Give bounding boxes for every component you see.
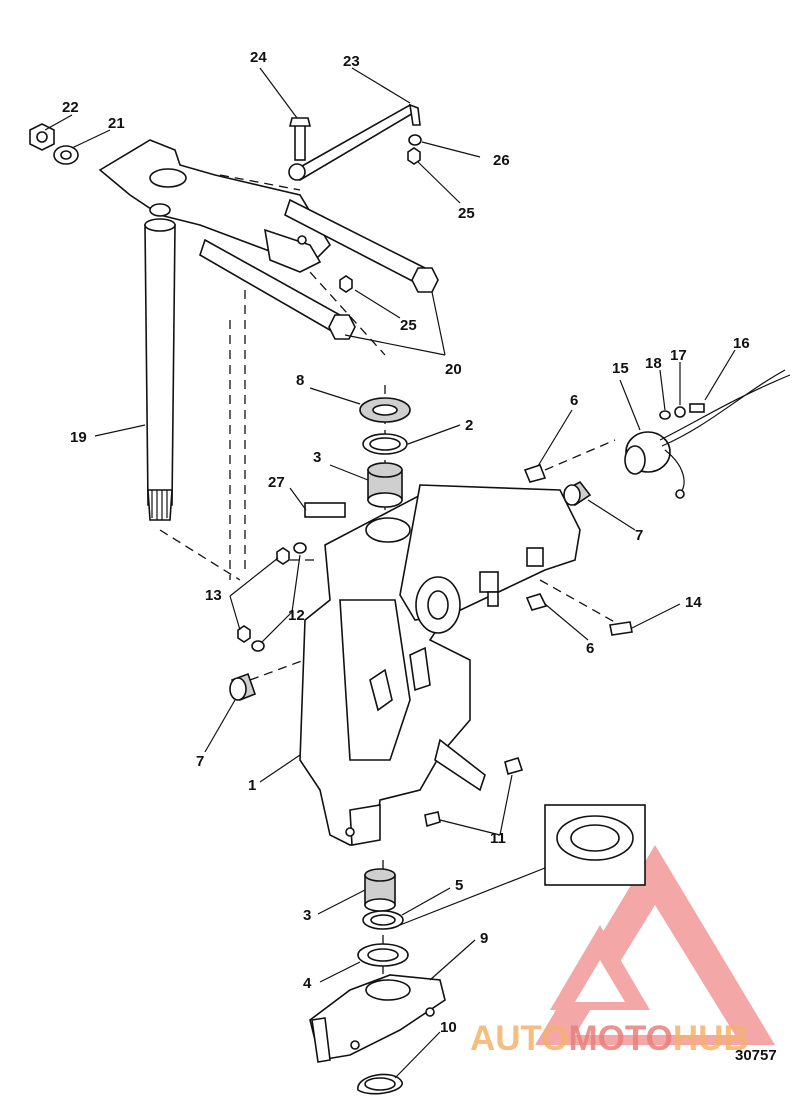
callout-3-lower: 3	[303, 907, 311, 924]
callout-20: 20	[445, 361, 462, 378]
callout-4: 4	[303, 975, 312, 992]
upper-bearing-stack	[304, 397, 411, 518]
label-27-box	[304, 502, 346, 518]
callout-23: 23	[343, 53, 360, 70]
callout-14: 14	[685, 594, 702, 611]
callout-labels: 1 2 3 3 4 5 6 6 7 7 8 9 10 11 12 13 14 1…	[62, 49, 750, 1036]
small-hardware-top	[29, 123, 422, 293]
bushing-right	[563, 480, 592, 507]
bushing-left	[229, 672, 257, 702]
watermark-hub: HUB	[673, 1019, 749, 1058]
link-rod	[288, 103, 421, 182]
trim-sender	[624, 369, 791, 499]
steering-arm	[98, 139, 332, 273]
watermark-auto: AUTO	[470, 1019, 569, 1058]
callout-6-lower: 6	[586, 640, 594, 657]
leader-lines	[44, 67, 736, 1079]
callout-16: 16	[733, 335, 750, 352]
callout-19: 19	[70, 429, 87, 446]
watermark-moto: MOTO	[569, 1019, 673, 1058]
callout-8: 8	[296, 372, 304, 389]
svg-text:AUTOMOTOHUB: AUTOMOTOHUB	[470, 1019, 749, 1058]
watermark-text: AUTOMOTOHUB	[470, 1019, 749, 1058]
callout-27: 27	[268, 474, 285, 491]
callout-1: 1	[248, 777, 256, 794]
callout-25-lower: 25	[400, 317, 417, 334]
callout-5: 5	[455, 877, 463, 894]
callout-12: 12	[288, 607, 305, 624]
swivel-bracket	[299, 484, 581, 846]
lower-bearing-stack	[357, 868, 409, 967]
callout-9: 9	[480, 930, 488, 947]
callout-7-right: 7	[635, 527, 643, 544]
figure-number: 30757	[735, 1047, 777, 1064]
callout-21: 21	[108, 115, 125, 132]
callout-2: 2	[465, 417, 473, 434]
steering-yoke	[309, 974, 446, 1063]
callout-25-upper: 25	[458, 205, 475, 222]
steering-tube	[144, 218, 176, 521]
callout-15: 15	[612, 360, 629, 377]
callout-3-upper: 3	[313, 449, 321, 466]
watermark-logo	[535, 845, 775, 1045]
callout-17: 17	[670, 347, 687, 364]
callout-7-left: 7	[196, 753, 204, 770]
callout-6-upper: 6	[570, 392, 578, 409]
callout-24: 24	[250, 49, 267, 66]
callout-22: 22	[62, 99, 79, 116]
bearing-detail-inset	[399, 804, 646, 926]
callout-11: 11	[490, 830, 506, 847]
callout-10: 10	[440, 1019, 457, 1036]
callout-26: 26	[493, 152, 510, 169]
callout-18: 18	[645, 355, 662, 372]
callout-13: 13	[205, 587, 222, 604]
fittings-and-screws	[237, 463, 633, 828]
snap-ring	[357, 1073, 403, 1095]
through-bolts	[199, 198, 439, 340]
